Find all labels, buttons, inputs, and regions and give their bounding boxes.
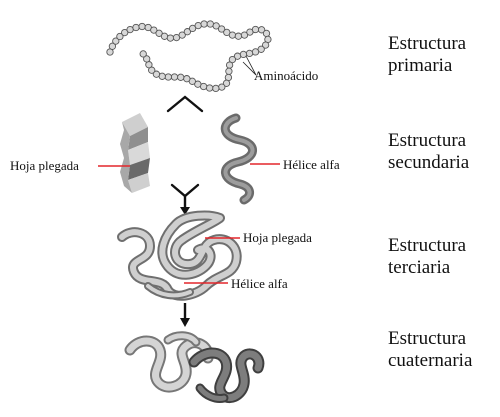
amino-acid-bead — [121, 28, 129, 37]
level-title-tertiary: Estructura terciaria — [388, 235, 466, 279]
level-title-secondary-line1: Estructura — [388, 130, 467, 151]
amino-acid-bead — [257, 26, 266, 34]
label-hoja-plegada-tertiary: Hoja plegada — [243, 230, 312, 245]
amino-acid-bead — [138, 22, 146, 31]
amino-acid-bead — [233, 52, 242, 60]
amino-acid-bead — [225, 67, 233, 75]
amino-acid-bead — [155, 29, 163, 37]
amino-acid-bead — [206, 20, 214, 28]
amino-acid-bead — [251, 48, 260, 56]
level-title-tertiary-line2: terciaria — [388, 257, 451, 278]
arrow-tertiary-to-quaternary — [180, 303, 190, 327]
level-title-quaternary-line2: cuaternaria — [388, 350, 473, 371]
amino-acid-chain — [106, 20, 272, 93]
amino-acid-bead — [200, 20, 208, 28]
amino-acid-bead — [183, 75, 191, 83]
amino-acid-bead — [160, 32, 169, 40]
amino-acid-bead — [108, 42, 117, 50]
amino-acid-bead — [205, 84, 214, 92]
amino-acid-bead — [143, 55, 151, 63]
tertiary-fold-shape — [117, 210, 242, 301]
amino-acid-bead — [188, 24, 197, 33]
amino-acid-bead — [194, 21, 202, 30]
amino-acid-bead — [126, 25, 134, 34]
amino-acid-bead — [240, 31, 249, 39]
amino-acid-bead — [212, 84, 220, 93]
alpha-helix-shape — [220, 113, 257, 205]
amino-acid-bead — [261, 41, 270, 49]
amino-acid-bead — [139, 50, 147, 58]
level-title-quaternary-line1: Estructura — [388, 328, 467, 349]
aminoacid-pointer — [242, 55, 257, 76]
amino-acid-bead — [164, 73, 172, 81]
label-helice-alfa-tertiary: Hélice alfa — [231, 276, 288, 291]
amino-acid-bead — [183, 28, 192, 36]
label-helice-alfa-secondary: Hélice alfa — [283, 157, 340, 172]
amino-acid-bead — [234, 32, 243, 40]
amino-acid-bead — [177, 73, 185, 81]
amino-acid-bead — [218, 83, 226, 91]
level-title-secondary: Estructura secundaria — [388, 130, 469, 174]
amino-acid-bead — [116, 32, 124, 41]
level-title-primary-line2: primaria — [388, 55, 453, 76]
label-aminoacido: Aminoácido — [254, 68, 319, 83]
amino-acid-bead — [170, 73, 179, 81]
amino-acid-bead — [217, 25, 226, 33]
amino-acid-bead — [132, 23, 140, 32]
level-title-secondary-line2: secundaria — [388, 152, 470, 173]
amino-acid-bead — [245, 49, 254, 58]
amino-acid-bead — [212, 22, 220, 30]
amino-acid-bead — [150, 26, 158, 34]
amino-acid-bead — [178, 31, 186, 39]
amino-acid-bead — [166, 34, 175, 42]
level-title-primary-line1: Estructura — [388, 33, 467, 54]
quaternary-dark-subunit — [188, 347, 265, 404]
amino-acid-bead — [251, 25, 260, 34]
arrow-secondary-to-tertiary — [170, 183, 200, 215]
pleated-sheet-shape — [120, 113, 150, 193]
tertiary-label-lines — [184, 237, 240, 284]
amino-acid-bead — [152, 70, 161, 78]
amino-acid-bead — [228, 31, 237, 39]
quaternary-light-subunit — [124, 331, 214, 393]
level-title-quaternary: Estructura cuaternaria — [388, 328, 472, 372]
amino-acid-bead — [222, 79, 231, 87]
level-title-tertiary-line1: Estructura — [388, 235, 467, 256]
label-hoja-plegada-secondary: Hoja plegada — [10, 158, 79, 173]
level-title-primary: Estructura primaria — [388, 33, 466, 77]
arrow-primary-to-secondary — [166, 95, 204, 113]
secondary-label-lines — [98, 163, 280, 167]
amino-acid-bead — [262, 29, 271, 38]
amino-acid-bead — [225, 61, 234, 69]
amino-acid-bead — [194, 80, 202, 88]
amino-acid-bead — [239, 50, 248, 59]
amino-acid-bead — [112, 37, 120, 45]
